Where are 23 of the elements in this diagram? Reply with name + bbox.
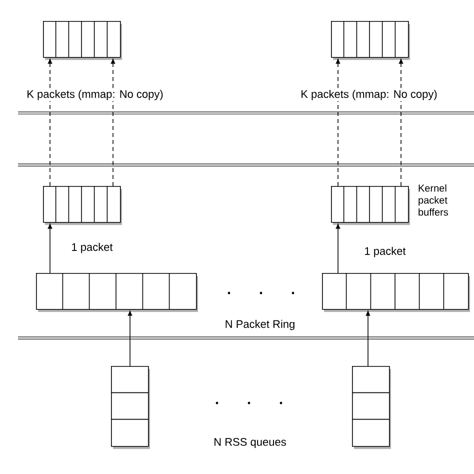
buffer-array: [331, 186, 410, 225]
buffer-array: [331, 20, 410, 60]
edge-label: 1 packet: [365, 246, 406, 258]
text-label: N RSS queues: [214, 438, 286, 448]
text-label: K packets (mmap: No copy): [28, 90, 163, 100]
queue-stack: [110, 366, 150, 449]
arrow: [48, 58, 52, 186]
arrow: [398, 58, 404, 186]
arrow: [336, 224, 340, 274]
buffer-array: [322, 272, 470, 312]
arrow: [366, 310, 370, 366]
edge-label: 1 packet: [72, 242, 113, 254]
arrow: [336, 58, 340, 186]
buffer-array: [43, 186, 122, 225]
buffer-array: [43, 20, 122, 60]
queue-stack: [352, 366, 391, 449]
arrow: [128, 310, 132, 366]
text-label: Kernel packet buffers: [418, 184, 448, 216]
text-label: N Packet Ring: [226, 320, 294, 330]
arrow: [110, 58, 116, 186]
arrow: [48, 224, 52, 274]
text-label: K packets (mmap: No copy): [302, 90, 437, 100]
buffer-array: [36, 272, 198, 312]
